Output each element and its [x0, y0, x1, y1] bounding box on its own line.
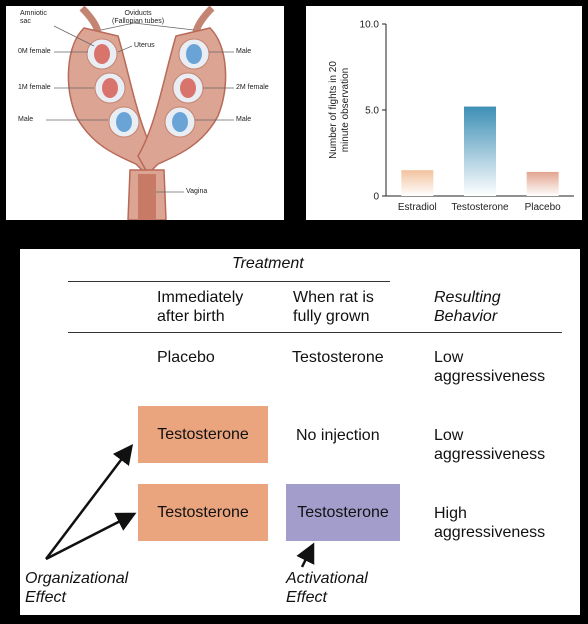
y-tick-label: 5.0: [365, 106, 379, 117]
x-tick-label: Estradiol: [398, 202, 437, 213]
y-tick-label: 10.0: [360, 20, 380, 31]
right-oviduct: [192, 6, 215, 34]
row3-col2-box: Testosterone: [286, 484, 400, 541]
organizational-arrow-lower: [45, 512, 137, 561]
treatment-header: Treatment: [232, 255, 304, 272]
label-oviducts: Oviducts (Fallopian tubes): [112, 10, 165, 25]
treatment-table-panel: Treatment Immediately after birth When r…: [20, 249, 580, 615]
bar-testosterone: [464, 106, 496, 196]
fetus-right-male-bottom: [164, 106, 196, 138]
label-2m-female: 2M female: [236, 84, 269, 91]
label-1m-female: 1M female: [18, 84, 51, 91]
uterus-illustration: [46, 6, 234, 220]
row2-col1-box: Testosterone: [138, 406, 268, 463]
label-amniotic-sac: Amniotic sac: [20, 10, 47, 25]
effect-arrows: [45, 444, 315, 568]
row2-col3: Low aggressiveness: [434, 427, 546, 463]
bar-placebo: [526, 171, 559, 196]
y-axis-label-line: minute observation: [340, 68, 351, 153]
header-rule: [68, 332, 562, 333]
fetus-right-2m-female: [172, 72, 204, 104]
organizational-effect-label: Organizational Effect: [25, 570, 129, 606]
fetus-right-male-top: [178, 38, 210, 70]
label-vagina: Vagina: [186, 188, 208, 195]
row1-col1: Placebo: [157, 349, 215, 366]
treatment-rule: [68, 281, 390, 282]
fetus-left-male: [108, 106, 140, 138]
x-tick-label: Placebo: [525, 202, 562, 213]
uterus-diagram-panel: Amniotic sac Oviducts (Fallopian tubes) …: [6, 6, 284, 220]
row1-col2: Testosterone: [292, 349, 384, 366]
label-left-male: Male: [18, 116, 34, 123]
row3-col1-box: Testosterone: [138, 484, 268, 541]
activational-effect-label: Activational Effect: [286, 570, 368, 606]
col-header-resulting-behavior: Resulting Behavior: [434, 289, 501, 325]
activational-arrow: [296, 542, 315, 568]
label-0m-female: 0M female: [18, 48, 51, 55]
y-tick-label: 0: [373, 192, 379, 203]
label-right-male-bottom: Male: [236, 116, 252, 123]
fetus-left-1m-female: [94, 72, 126, 104]
fetus-left-0m-female: [86, 38, 118, 70]
x-tick-label: Testosterone: [451, 202, 509, 213]
label-right-male-top: Male: [236, 48, 252, 55]
col-header-immediately: Immediately after birth: [157, 289, 244, 325]
left-oviduct: [79, 6, 102, 34]
row3-col3: High aggressiveness: [434, 505, 546, 541]
organizational-arrow-upper: [45, 444, 134, 560]
col-header-fully-grown: When rat is fully grown: [293, 289, 374, 325]
y-axis-label-line: Number of fights in 20: [328, 61, 339, 159]
label-uterus: Uterus: [134, 42, 155, 49]
row1-col3: Low aggressiveness: [434, 349, 546, 385]
bar-estradiol: [401, 170, 434, 196]
row2-col2: No injection: [296, 427, 380, 444]
